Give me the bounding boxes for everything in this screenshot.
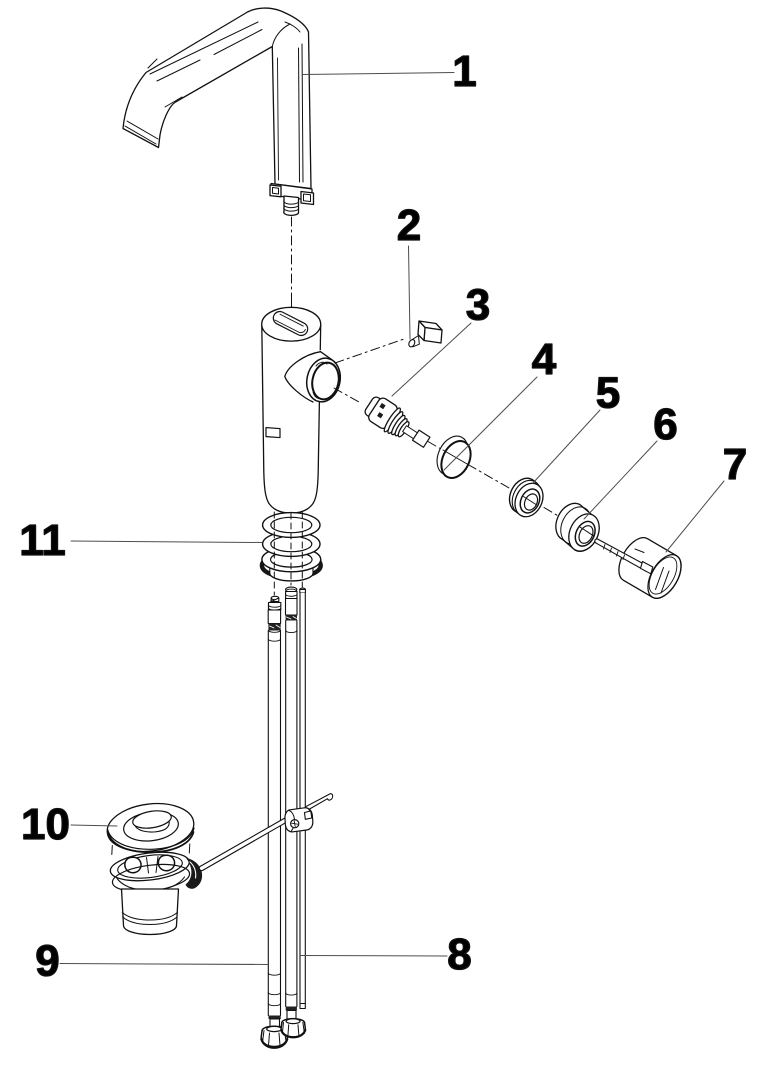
- svg-text:6: 6: [653, 400, 677, 449]
- svg-text:9: 9: [35, 937, 59, 986]
- svg-text:4: 4: [532, 335, 557, 384]
- svg-text:8: 8: [447, 930, 471, 979]
- svg-text:2: 2: [397, 201, 421, 250]
- svg-text:11: 11: [19, 516, 66, 565]
- svg-text:7: 7: [723, 440, 747, 489]
- svg-text:1: 1: [452, 47, 476, 96]
- svg-text:5: 5: [596, 369, 620, 418]
- svg-text:10: 10: [21, 800, 70, 849]
- svg-text:3: 3: [466, 281, 490, 330]
